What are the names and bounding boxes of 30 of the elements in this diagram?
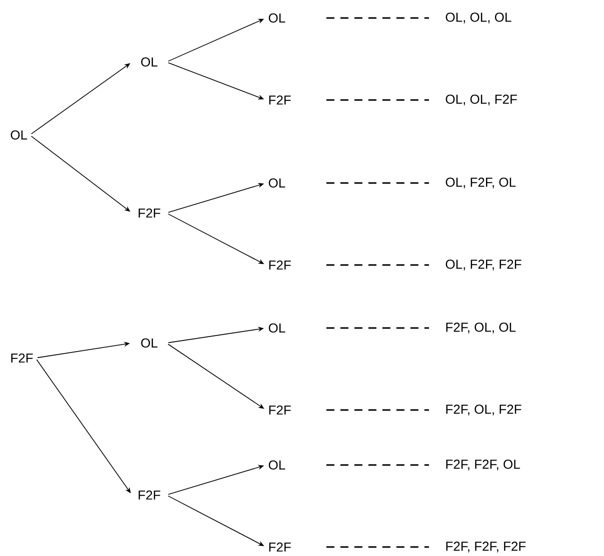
dashed-line — [326, 546, 429, 548]
node-label: F2F — [269, 95, 291, 105]
outcome-label: OL, OL, F2F — [446, 94, 517, 106]
node-label: F2F — [269, 405, 291, 415]
dashed-line — [326, 409, 429, 411]
dashed-line — [326, 99, 429, 101]
outcome-label: OL, F2F, F2F — [446, 260, 522, 270]
node-label: OL — [10, 130, 28, 140]
outcome-label: F2F, F2F, F2F — [446, 542, 526, 552]
node-label: OL — [141, 57, 158, 67]
outcome-label: F2F, OL, F2F — [446, 404, 522, 416]
dashed-line — [326, 327, 429, 329]
outcome-label: F2F, OL, OL — [446, 322, 516, 334]
node-label: F2F — [11, 353, 33, 363]
dashed-line — [326, 182, 429, 184]
node-label: OL — [268, 13, 286, 23]
node-label: OL — [268, 178, 286, 188]
node-label: F2F — [269, 542, 291, 552]
node-label: F2F — [138, 208, 160, 218]
node-label: OL — [141, 338, 158, 348]
node-label: F2F — [138, 490, 160, 500]
node-label: F2F — [269, 260, 291, 270]
outcome-label: F2F, F2F, OL — [446, 460, 520, 470]
node-label: OL — [268, 460, 286, 470]
node-label: OL — [268, 323, 286, 333]
dashed-line — [326, 264, 429, 266]
outcome-label: OL, OL, OL — [446, 12, 512, 24]
dashed-line — [326, 17, 429, 19]
outcome-label: OL, F2F, OL — [446, 178, 516, 188]
dashed-line — [326, 464, 429, 466]
